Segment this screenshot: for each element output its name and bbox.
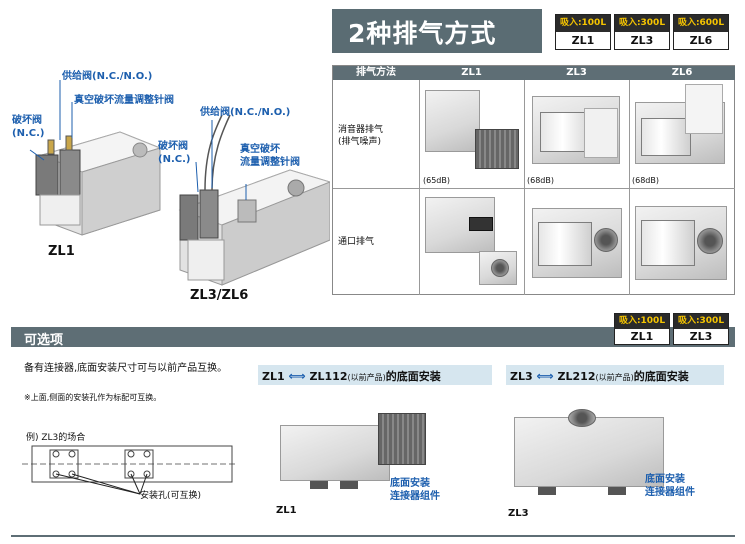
exhaust-table: 排气方法 ZL1 ZL3 ZL6 消音器排气 (排气噪声) 通口排气 (65dB…	[332, 65, 735, 295]
panel-zl3-from: ZL3	[510, 370, 533, 383]
suction-label: 吸入:300L	[674, 314, 728, 329]
panel-zl1-suffix: 的底面安装	[385, 370, 441, 383]
product-image-zl6-silencer	[633, 82, 731, 172]
panel-zl3-title: ZL3 ⟺ ZL212(以前产品)的底面安装	[510, 368, 689, 384]
table-header-zl1: ZL1	[419, 66, 524, 80]
product-image-zl1-port	[423, 193, 521, 291]
noise-level-zl6: (68dB)	[632, 176, 659, 185]
panel-zl1-callout: 底面安装 连接器组件	[390, 478, 440, 502]
title-banner	[332, 9, 542, 53]
panel-zl1-from: ZL1	[262, 370, 285, 383]
product-image-zl3-connector	[508, 395, 678, 505]
supply-valve-label-1: 供给阀(N.C./N.O.)	[62, 71, 153, 82]
divider	[333, 188, 735, 189]
model-badge-zl1: 吸入:100L ZL1	[555, 14, 611, 50]
break-valve-label-1: 破坏阀 (N.C.)	[12, 115, 45, 139]
product-image-zl6-port	[633, 198, 731, 288]
panel-zl1-header	[258, 365, 492, 385]
suction-label: 吸入:300L	[615, 15, 669, 32]
product-label-zl3-zl6: ZL3/ZL6	[190, 288, 249, 303]
product-image-zl1-silencer	[423, 84, 521, 174]
panel-zl3-header	[506, 365, 724, 385]
product-image-zl3-port	[528, 198, 626, 288]
table-header-zl3: ZL3	[524, 66, 629, 80]
panel-zl1-title: ZL1 ⟺ ZL112(以前产品)的底面安装	[262, 368, 441, 384]
suction-label: 吸入:600L	[674, 15, 728, 32]
options-header-bar	[11, 327, 735, 347]
mounting-hole-drawing	[22, 445, 238, 495]
product-label-zl1: ZL1	[48, 244, 75, 259]
options-model-badge-zl1: 吸入:100L ZL1	[614, 313, 670, 345]
table-header-zl6: ZL6	[629, 66, 735, 80]
panel-zl3-paren: (以前产品)	[595, 373, 634, 382]
page-title: 2种排气方式	[348, 19, 497, 48]
table-header-method: 排气方法	[333, 66, 419, 80]
panel-zl3-to: ZL212	[557, 370, 596, 383]
options-description: 备有连接器,底面安装尺寸可与以前产品互换。	[24, 363, 228, 374]
divider	[629, 80, 630, 295]
options-model-badge-zl3: 吸入:300L ZL3	[673, 313, 729, 345]
flow-needle-label-2: 真空破坏 流量调整针阀	[240, 144, 300, 168]
options-note: ※上面,侧面的安装孔作为标配可互换。	[24, 393, 162, 402]
model-name: ZL6	[689, 34, 713, 47]
bottom-rule	[11, 535, 735, 537]
divider	[419, 80, 420, 295]
model-badge-zl3: 吸入:300L ZL3	[614, 14, 670, 50]
model-name: ZL3	[630, 34, 654, 47]
model-name: ZL3	[689, 330, 713, 343]
suction-label: 吸入:100L	[556, 15, 610, 32]
suction-label: 吸入:100L	[615, 314, 669, 329]
double-arrow-icon: ⟺	[288, 369, 306, 383]
ejector-drawing	[29, 80, 332, 286]
options-title: 可选项	[24, 333, 64, 348]
example-label: 例) ZL3的场合	[26, 433, 86, 443]
product-image-zl1-connector	[270, 405, 440, 505]
product-image-zl3-silencer	[528, 86, 626, 172]
panel-zl1-to: ZL112	[309, 370, 348, 383]
flow-needle-label-1: 真空破坏流量调整针阀	[74, 95, 174, 106]
noise-level-zl3: (68dB)	[527, 176, 554, 185]
model-name: ZL1	[571, 34, 595, 47]
divider	[524, 80, 525, 295]
panel-zl1-product-label: ZL1	[276, 505, 297, 516]
noise-level-zl1: (65dB)	[423, 176, 450, 185]
mounting-holes-label: 安装孔(可互换)	[140, 491, 202, 501]
supply-valve-label-2: 供给阀(N.C./N.O.)	[200, 107, 291, 118]
panel-zl3-callout: 底面安装 连接器组件	[645, 474, 695, 498]
row-label-port: 通口排气	[338, 237, 375, 247]
double-arrow-icon: ⟺	[536, 369, 554, 383]
row-label-silencer: 消音器排气 (排气噪声)	[338, 125, 384, 147]
mounting-hole-diagram	[20, 440, 240, 500]
model-badge-zl6: 吸入:600L ZL6	[673, 14, 729, 50]
panel-zl3-product-label: ZL3	[508, 508, 529, 519]
break-valve-label-2: 破坏阀 (N.C.)	[158, 141, 191, 165]
model-name: ZL1	[630, 330, 654, 343]
ejector-illustration	[0, 60, 332, 310]
panel-zl3-suffix: 的底面安装	[633, 370, 689, 383]
panel-zl1-paren: (以前产品)	[347, 373, 386, 382]
